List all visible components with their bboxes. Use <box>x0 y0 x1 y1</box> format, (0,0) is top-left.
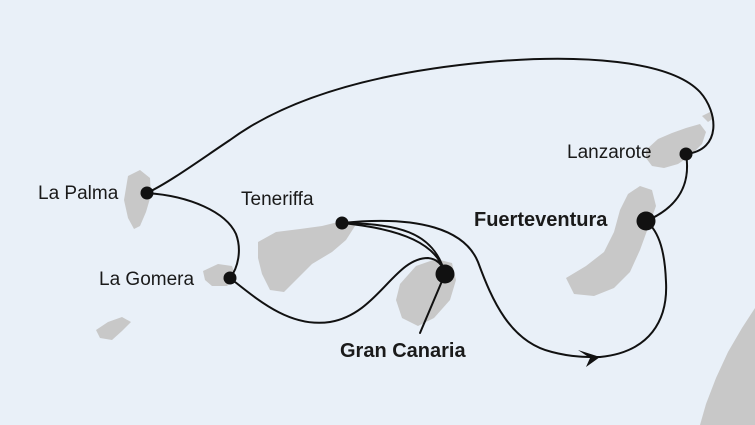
route-teneriffa-gran-canaria-loop <box>341 222 446 275</box>
port-label-gran-canaria: Gran Canaria <box>340 340 466 362</box>
port-label-la-gomera: La Gomera <box>99 269 195 290</box>
island-fuerteventura <box>566 186 656 296</box>
island-teneriffa <box>258 220 355 292</box>
africa-coast <box>700 308 755 425</box>
cruise-route <box>146 57 715 359</box>
port-dot-fuerteventura <box>636 211 656 231</box>
islands <box>96 112 755 425</box>
port-label-lanzarote: Lanzarote <box>567 142 652 163</box>
island-la-palma <box>124 170 151 229</box>
port-dot-teneriffa <box>335 216 349 230</box>
pointer-line-gran-canaria <box>419 273 446 334</box>
route-fuerteventura-arrival <box>599 220 668 358</box>
island-lanzarote <box>646 124 706 168</box>
route-teneriffa-fuerteventura <box>341 219 601 359</box>
port-dot-la-palma <box>140 186 154 200</box>
port-label-la-palma: La Palma <box>38 183 119 204</box>
port-dot-gran-canaria <box>435 264 455 284</box>
direction-arrow-icon <box>578 350 600 367</box>
port-dot-la-gomera <box>223 271 237 285</box>
port-label-teneriffa: Teneriffa <box>241 189 314 210</box>
route-la-gomera-gran-canaria <box>229 257 446 324</box>
route-la-palma-la-gomera <box>146 192 240 279</box>
route-lanzarote-la-palma <box>146 57 715 194</box>
port-dots <box>140 147 693 285</box>
island-el-hierro <box>96 317 131 340</box>
port-dot-lanzarote <box>679 147 693 161</box>
port-label-fuerteventura: Fuerteventura <box>474 209 608 231</box>
